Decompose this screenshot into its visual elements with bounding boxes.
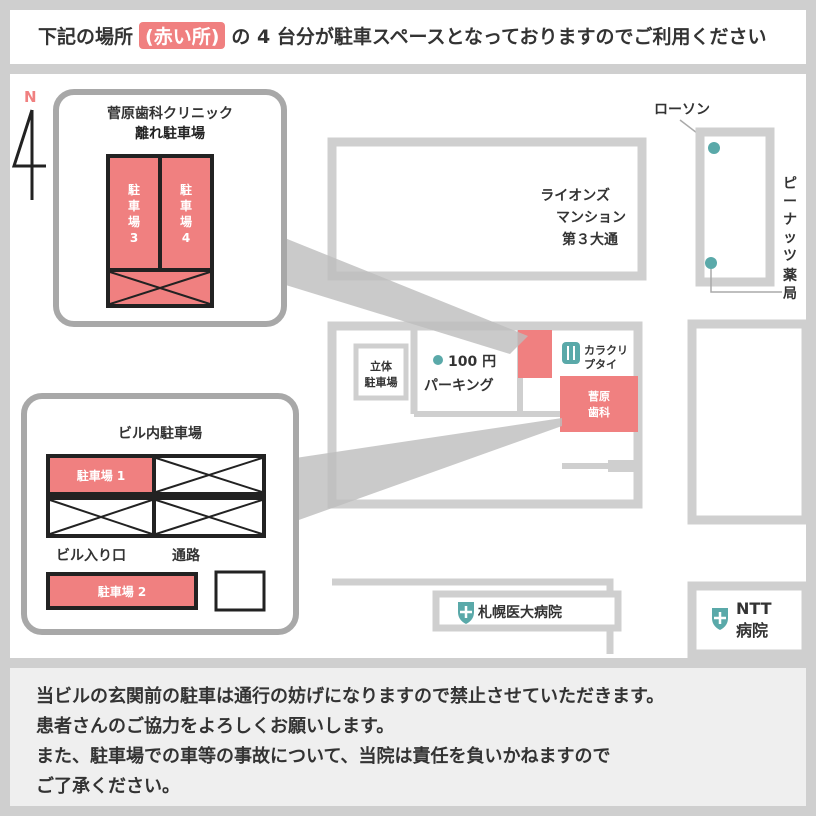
footer-line-1: 当ビルの玄関前の駐車は通行の妨げになりますので禁止させていただきます。 — [36, 686, 665, 707]
lawson-marker-icon — [708, 142, 720, 154]
svg-text:ナ: ナ — [783, 212, 797, 228]
tachitai-parking — [353, 343, 409, 401]
ntt-label-1: NTT — [736, 599, 772, 618]
header-banner: 下記の場所(赤い所)の 4 台分が駐車スペースとなっておりますのでご利用ください — [10, 10, 806, 64]
parking-space-2-label: 駐車場 2 — [98, 584, 147, 599]
header-highlight-badge: (赤い所) — [139, 22, 226, 49]
parking-space-4-label: 駐 車 場 4 — [180, 182, 192, 245]
north-arrow-icon: N — [11, 88, 46, 200]
hospital-cross-icon — [458, 602, 474, 624]
svg-text:4: 4 — [182, 231, 190, 245]
ntt-hospital-building — [687, 581, 811, 659]
ntt-hospital-cross-icon — [712, 608, 728, 630]
building-lot-title: ビル内駐車場 — [118, 425, 202, 442]
lions-mansion-label-2: マンション — [556, 210, 626, 226]
sapporo-hospital-label: 札幌医大病院 — [477, 604, 562, 621]
restaurant-icon — [562, 342, 580, 364]
sugawara-dental-building — [560, 376, 638, 432]
svg-text:3: 3 — [130, 231, 138, 245]
svg-text:ツ: ツ — [783, 248, 797, 264]
svg-text:ー: ー — [783, 194, 797, 210]
tachitai-label-1: 立体 — [370, 359, 393, 373]
sugawara-label-1: 菅原 — [588, 389, 610, 403]
compass-north-label: N — [24, 88, 37, 106]
svg-text:ピ: ピ — [783, 176, 797, 192]
footer-line-2: 患者さんのご協力をよろしくお願いします。 — [36, 716, 395, 737]
building-small-room — [214, 570, 266, 612]
parking-space-4 — [162, 158, 210, 268]
passage-label: 通路 — [172, 547, 201, 564]
lions-mansion-label-1: ライオンズ — [540, 187, 610, 204]
sugawara-label-2: 歯科 — [588, 405, 610, 419]
svg-text:場: 場 — [128, 214, 140, 229]
peanuts-marker-icon — [705, 257, 717, 269]
peanuts-pharmacy-label: ピ ー ナ ッ ツ 薬 局 — [783, 176, 797, 302]
header-suffix: の 4 台分が駐車スペースとなっておりますのでご利用ください — [231, 26, 767, 48]
lawson-building — [695, 127, 775, 287]
svg-text:駐: 駐 — [180, 182, 192, 197]
lions-mansion-label-3: 第３大通 — [562, 231, 618, 248]
svg-text:駐: 駐 — [128, 182, 140, 197]
parking-space-3-label: 駐 車 場 3 — [128, 182, 140, 245]
building-entrance-label: ビル入り口 — [56, 548, 126, 564]
svg-text:薬: 薬 — [783, 267, 797, 284]
map-area: N ライオンズ マンション 第３大通 ローソン ピ ー ナ ッ ツ 薬 局 立体… — [10, 74, 811, 659]
annex-lot-title-1: 菅原歯科クリニック — [107, 105, 233, 122]
lawson-label: ローソン — [654, 102, 710, 118]
footer-line-3: また、駐車場での車等の事故について、当院は責任を負いかねますので — [36, 746, 611, 767]
hundred-yen-marker-icon — [433, 355, 443, 365]
parking-space-2 — [50, 576, 194, 606]
lions-mansion-building — [327, 137, 647, 281]
ntt-label-2: 病院 — [736, 621, 768, 640]
parking-space-1-label: 駐車場 1 — [77, 468, 126, 483]
parking-space-3 — [110, 158, 158, 268]
hundred-yen-label-1: 100 円 — [448, 354, 496, 370]
header-instruction: 下記の場所(赤い所)の 4 台分が駐車スペースとなっておりますのでご利用ください — [38, 22, 766, 49]
svg-text:ッ: ッ — [783, 230, 797, 246]
svg-text:場: 場 — [180, 214, 192, 229]
svg-text:車: 車 — [180, 198, 192, 213]
svg-text:車: 車 — [128, 198, 140, 213]
parking-space-1 — [50, 458, 152, 492]
footer-notice: 当ビルの玄関前の駐車は通行の妨げになりますので禁止させていただきます。 患者さん… — [10, 668, 806, 806]
footer-line-4: ご了承ください。 — [36, 776, 180, 797]
header-prefix: 下記の場所 — [38, 26, 134, 48]
hundred-yen-label-2: パーキング — [424, 377, 494, 394]
map-svg: N ライオンズ マンション 第３大通 ローソン ピ ー ナ ッ ツ 薬 局 立体… — [11, 88, 811, 659]
karakuri-label-2: プタイ — [584, 357, 617, 371]
karakuri-label-1: カラクリ — [584, 344, 628, 357]
annex-lot-title-2: 離れ駐車場 — [135, 125, 205, 142]
right-block — [687, 319, 811, 525]
tachitai-label-2: 駐車場 — [365, 375, 398, 389]
svg-text:局: 局 — [783, 286, 797, 302]
